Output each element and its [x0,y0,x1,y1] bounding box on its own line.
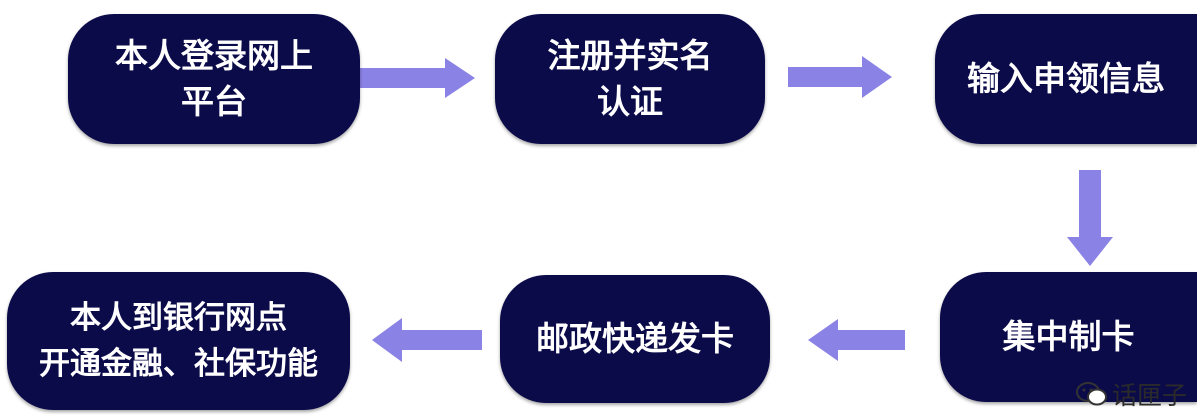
step-apply-label: 输入申领信息 [967,59,1165,98]
step-login-label: 本人登录网上 平台 [115,36,313,121]
watermark-text: 话匣子 [1111,381,1187,410]
arrow-down [1067,170,1113,266]
watermark: 话匣子 [1075,376,1187,412]
arrow-left-1 [808,319,905,361]
wechat-icon [1075,382,1107,406]
step-produce: 集中制卡 [940,272,1197,402]
step-apply: 输入申领信息 [935,14,1197,144]
step-produce-label: 集中制卡 [1002,317,1135,356]
step-register-label: 注册并实名 认证 [547,36,713,121]
arrow-right-1 [360,58,475,98]
step-register: 注册并实名 认证 [495,14,765,144]
step-mail-label: 邮政快递发卡 [536,319,734,358]
step-activate-label: 本人到银行网点 开通金融、社保功能 [39,300,318,382]
step-mail: 邮政快递发卡 [500,275,770,403]
arrow-left-2 [372,318,482,362]
step-activate: 本人到银行网点 开通金融、社保功能 [7,272,350,410]
step-login: 本人登录网上 平台 [68,14,360,144]
arrow-right-2 [788,56,892,98]
